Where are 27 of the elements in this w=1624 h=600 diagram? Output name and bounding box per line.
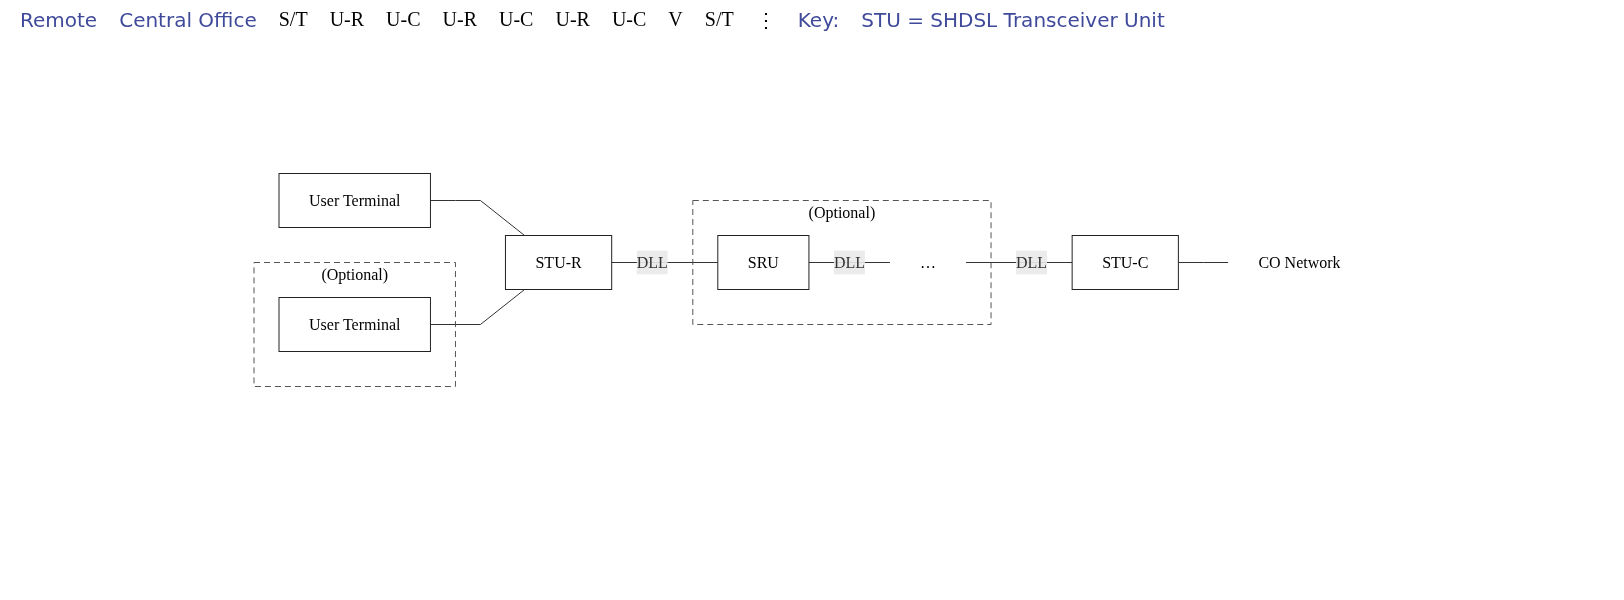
interface-label: ⋮ bbox=[755, 8, 776, 32]
connector bbox=[429, 200, 525, 236]
heading-label: Remote bbox=[20, 8, 98, 32]
heading-label: Key: bbox=[797, 8, 840, 32]
interface-label: U-C bbox=[611, 8, 647, 32]
heading-label: STU = SHDSL Transceiver Unit bbox=[861, 8, 1165, 32]
node-box: STU-R bbox=[504, 235, 612, 290]
interface-label: U-C bbox=[386, 8, 421, 32]
connector bbox=[1177, 262, 1229, 263]
heading-label: Central Office bbox=[119, 8, 257, 32]
edge-label: DLL bbox=[636, 253, 668, 271]
interface-label: U-R bbox=[329, 8, 365, 32]
edge-label: DLL bbox=[1015, 253, 1047, 271]
interface-label: S/T bbox=[278, 8, 308, 32]
node-box: STU-C bbox=[1071, 235, 1179, 290]
interface-label: V bbox=[668, 8, 683, 32]
node-box: User Terminal bbox=[278, 297, 431, 352]
interface-label: U-C bbox=[499, 8, 534, 32]
node-text: CO Network bbox=[1258, 253, 1341, 271]
node-box: User Terminal bbox=[278, 173, 431, 228]
edge-label: DLL bbox=[833, 253, 865, 271]
connector bbox=[429, 289, 525, 325]
interface-label: U-R bbox=[555, 8, 590, 32]
node-text: … bbox=[919, 253, 936, 271]
interface-label: U-R bbox=[442, 8, 477, 32]
node-box: SRU bbox=[717, 235, 810, 290]
interface-label: S/T bbox=[704, 8, 734, 32]
